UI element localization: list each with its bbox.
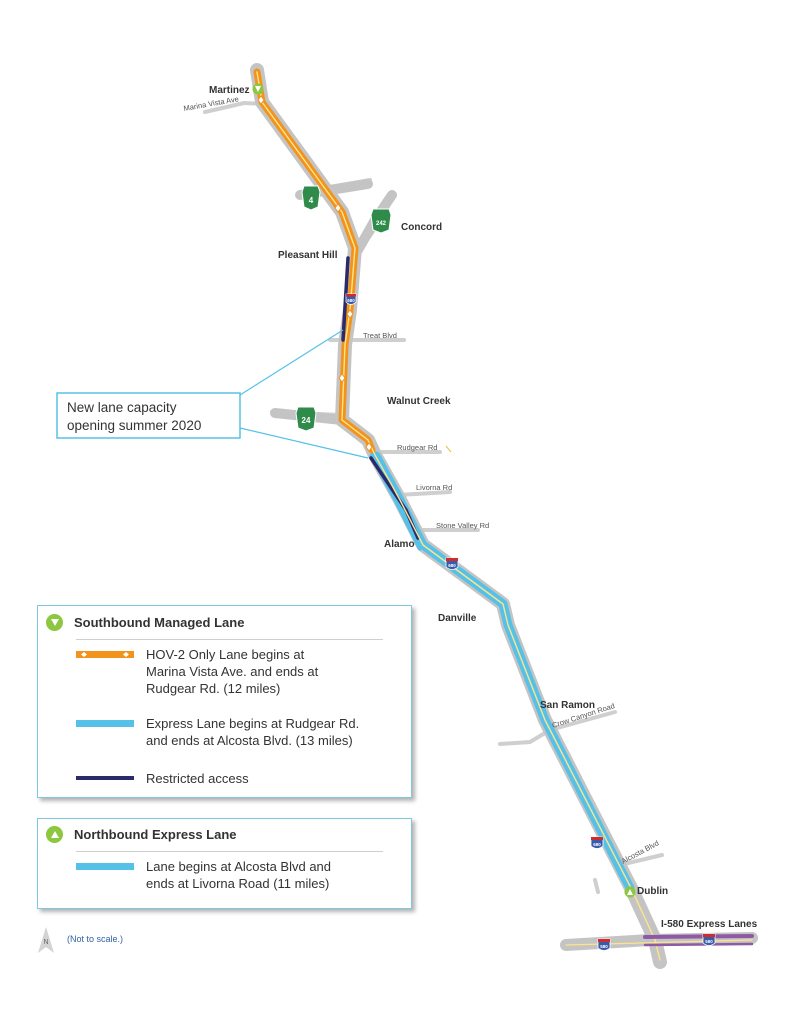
road-stub (445, 445, 452, 453)
city-walnut-creek: Walnut Creek (387, 396, 451, 407)
northbound-legend-title: Northbound Express Lane (74, 827, 237, 842)
dublin-west-road (593, 878, 600, 894)
southbound-badge-icon (46, 614, 63, 631)
crow-canyon-road (498, 710, 617, 746)
legend-row-restricted: Restricted access (76, 770, 249, 787)
i580-express-label: I-580 Express Lanes (661, 919, 758, 930)
nb-express-swatch (76, 863, 134, 870)
hov-diamonds (257, 95, 373, 452)
diamond-marker (257, 95, 265, 105)
i580-gray (560, 932, 758, 951)
i580-express-lanes-2 (643, 942, 754, 947)
i580-shield-2: 580 (702, 933, 716, 946)
i680-shield-1: 680 (345, 293, 357, 305)
northbound-badge-icon (46, 826, 63, 843)
centerline (256, 71, 661, 961)
i680-shield-3: 680 (590, 836, 604, 849)
alcosta-road (618, 853, 664, 867)
restricted-legend-text: Restricted access (146, 771, 249, 786)
livorna-road (396, 490, 452, 497)
legend-row-express: Express Lane begins at Rudgear Rd. and e… (76, 715, 359, 749)
restricted-access-1 (341, 256, 350, 342)
southbound-legend: Southbound Managed Lane HOV-2 Only Lane … (37, 605, 412, 798)
city-dublin: Dublin (637, 886, 668, 897)
legend-row-hov: HOV-2 Only Lane begins at Marina Vista A… (76, 646, 318, 697)
southbound-legend-title: Southbound Managed Lane (74, 615, 245, 630)
label-rudgear: Rudgear Rd (397, 443, 437, 452)
sb-start-marker (252, 83, 264, 95)
callout-line-1: New lane capacity (67, 400, 177, 415)
svg-text:680: 680 (448, 563, 456, 568)
svg-text:N: N (43, 939, 48, 946)
southbound-legend-header: Southbound Managed Lane (46, 614, 244, 631)
svg-text:580: 580 (705, 939, 713, 944)
new-capacity-callout: New lane capacity opening summer 2020 (56, 329, 369, 459)
svg-text:24: 24 (302, 416, 311, 425)
start-markers (252, 83, 636, 898)
diamond-marker (334, 203, 342, 213)
label-stone-valley: Stone Valley Rd (436, 521, 489, 530)
ca242-shield: 242 (370, 208, 392, 234)
svg-text:580: 580 (600, 944, 608, 949)
express-swatch (76, 720, 134, 727)
city-concord: Concord (401, 222, 442, 233)
ca24-shield: 24 (295, 406, 317, 432)
northbound-legend-header: Northbound Express Lane (46, 826, 237, 843)
callout-line-2: opening summer 2020 (67, 418, 201, 433)
i680-shield-2: 680 (445, 557, 459, 570)
city-pleasant-hill: Pleasant Hill (278, 250, 338, 261)
i580-shield-1: 580 (597, 938, 611, 951)
nb-lane-legend-text: Lane begins at Alcosta Blvd and ends at … (146, 859, 332, 891)
city-alamo: Alamo (384, 539, 415, 550)
i580-centerline (565, 939, 753, 946)
city-danville: Danville (438, 613, 477, 624)
nb-start-marker (624, 886, 636, 898)
svg-text:680: 680 (593, 842, 601, 847)
city-san-ramon: San Ramon (540, 700, 595, 711)
svg-text:242: 242 (376, 221, 387, 227)
label-treat: Treat Blvd (363, 331, 397, 340)
north-arrow-icon: N (38, 927, 54, 953)
hov-legend-text: HOV-2 Only Lane begins at Marina Vista A… (146, 647, 319, 696)
northbound-legend: Northbound Express Lane Lane begins at A… (37, 818, 412, 909)
scale-note: (Not to scale.) (67, 934, 124, 944)
diamond-marker (338, 373, 346, 383)
legend-divider (76, 851, 383, 852)
ca4-shield: 4 (301, 185, 321, 211)
svg-text:680: 680 (347, 298, 355, 303)
hov-swatch (76, 651, 134, 658)
svg-text:4: 4 (309, 196, 314, 205)
city-martinez: Martinez (209, 85, 250, 96)
express-legend-text: Express Lane begins at Rudgear Rd. and e… (146, 716, 360, 748)
diamond-marker (346, 309, 354, 319)
diamond-marker (365, 442, 373, 452)
legend-divider (76, 639, 383, 640)
legend-row-nb-lane: Lane begins at Alcosta Blvd and ends at … (76, 858, 331, 892)
restricted-swatch (76, 776, 134, 780)
i580-express-lanes (643, 934, 754, 939)
label-livorna: Livorna Rd (416, 483, 452, 492)
